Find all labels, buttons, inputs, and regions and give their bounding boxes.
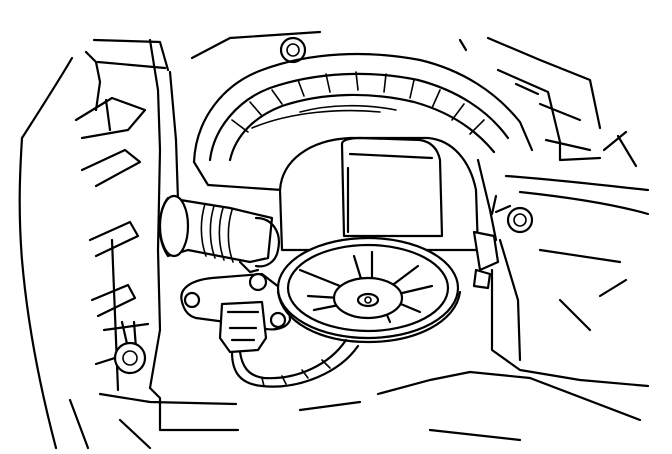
motor-hub: [298, 250, 434, 324]
air-inlet-tube: [158, 194, 280, 268]
mounting-bolt-top: [190, 30, 322, 64]
mounting-bolt-right: [490, 194, 534, 234]
wire-harness: [230, 338, 360, 388]
mounting-bolt-left: [102, 320, 150, 375]
electrical-connector: [218, 300, 268, 354]
right-duct-structure: [298, 36, 650, 442]
housing-duct: [18, 38, 240, 450]
